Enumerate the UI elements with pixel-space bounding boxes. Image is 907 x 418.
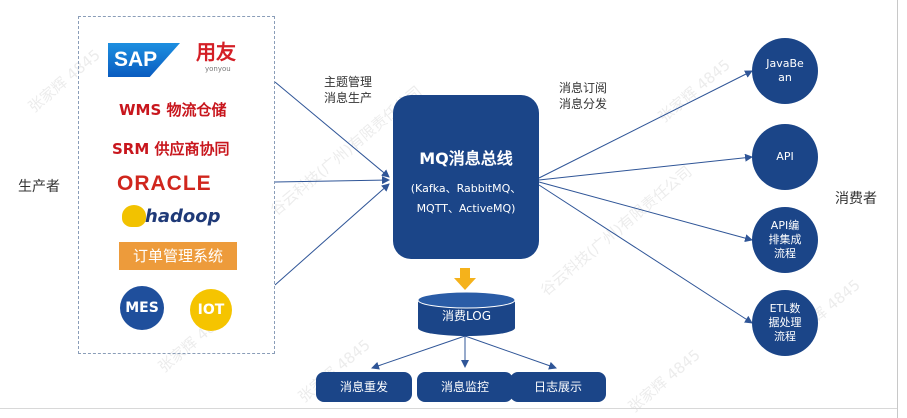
wms-logo: WMS 物流仓储 (119, 101, 227, 119)
yonyou-logo: 用友 (196, 40, 236, 64)
log-label: 消费LOG (441, 309, 491, 323)
srm-logo: SRM 供应商协同 (112, 140, 230, 158)
producer-note-line: 消息生产 (324, 91, 373, 105)
producer-note-line: 主题管理 (324, 75, 373, 89)
mq-bus-subtitle: (Kafka、RabbitMQ、 MQTT、ActiveMQ) (393, 179, 539, 219)
mq-bus-subtitle-line: MQTT、ActiveMQ) (416, 202, 516, 215)
consumer-node-line: 流程 (774, 330, 796, 343)
consumer-node-javabean: JavaBe an (752, 38, 818, 104)
consumer-node-line: 流程 (774, 247, 796, 260)
mes-logo: MES (120, 286, 164, 330)
producer-arrow (274, 176, 390, 185)
edge-rule (0, 408, 897, 409)
producer-label: 生产者 (18, 179, 60, 195)
consumer-node-etl: ETL数 据处理 流程 (752, 290, 818, 356)
monitor-box: 消息监控 (417, 372, 513, 402)
consumer-note-line: 消息分发 (559, 97, 608, 111)
hadoop-elephant-icon (122, 205, 146, 227)
oracle-logo: ORACLE (117, 172, 212, 195)
mq-bus-title: MQ消息总线 (419, 149, 513, 168)
producer-frame (78, 16, 275, 354)
consumer-node-api-orchestration: API编 排集成 流程 (752, 207, 818, 273)
hadoop-logo: hadoop (145, 206, 221, 227)
consumer-label: 消费者 (835, 191, 877, 207)
consumer-arrow (538, 181, 753, 243)
consumer-node-text: JavaBe an (766, 57, 804, 85)
mq-bus-subtitle-line: (Kafka、RabbitMQ、 (410, 182, 522, 195)
consumer-arrow (538, 70, 753, 179)
consumer-node-line: 据处理 (768, 316, 802, 329)
order-system-logo: 订单管理系统 (119, 242, 237, 270)
log-arrow (464, 335, 557, 370)
consumer-note: 消息订阅 消息分发 (559, 80, 607, 112)
consumer-node-line: 排集成 (768, 233, 802, 246)
consumer-node-api: API (752, 124, 818, 190)
consumer-node-line: API (776, 150, 794, 163)
edge-rule (897, 0, 898, 418)
consumer-node-line: an (778, 71, 792, 84)
consumer-note-line: 消息订阅 (559, 81, 608, 95)
log-arrow (371, 335, 466, 370)
yonyou-logo-sub: yonyou (205, 65, 231, 73)
producer-arrow (274, 81, 390, 178)
producer-arrow (274, 183, 390, 286)
consumer-node-text: ETL数 据处理 流程 (769, 302, 802, 344)
consumer-arrow (538, 153, 753, 181)
resend-box: 消息重发 (316, 372, 412, 402)
consumer-node-line: API编 (770, 219, 800, 232)
iot-logo: IOT (190, 289, 232, 331)
down-arrow-icon (454, 268, 476, 290)
log-display-box: 日志展示 (510, 372, 606, 402)
consumer-node-text: API编 排集成 流程 (769, 219, 802, 261)
consumer-arrow (538, 184, 753, 324)
consumer-node-line: JavaBe (766, 57, 804, 70)
log-cylinder (418, 292, 515, 336)
mq-bus-box: MQ消息总线 (Kafka、RabbitMQ、 MQTT、ActiveMQ) (393, 95, 539, 259)
producer-note: 主题管理 消息生产 (324, 74, 372, 106)
consumer-node-line: ETL数 (769, 302, 801, 315)
